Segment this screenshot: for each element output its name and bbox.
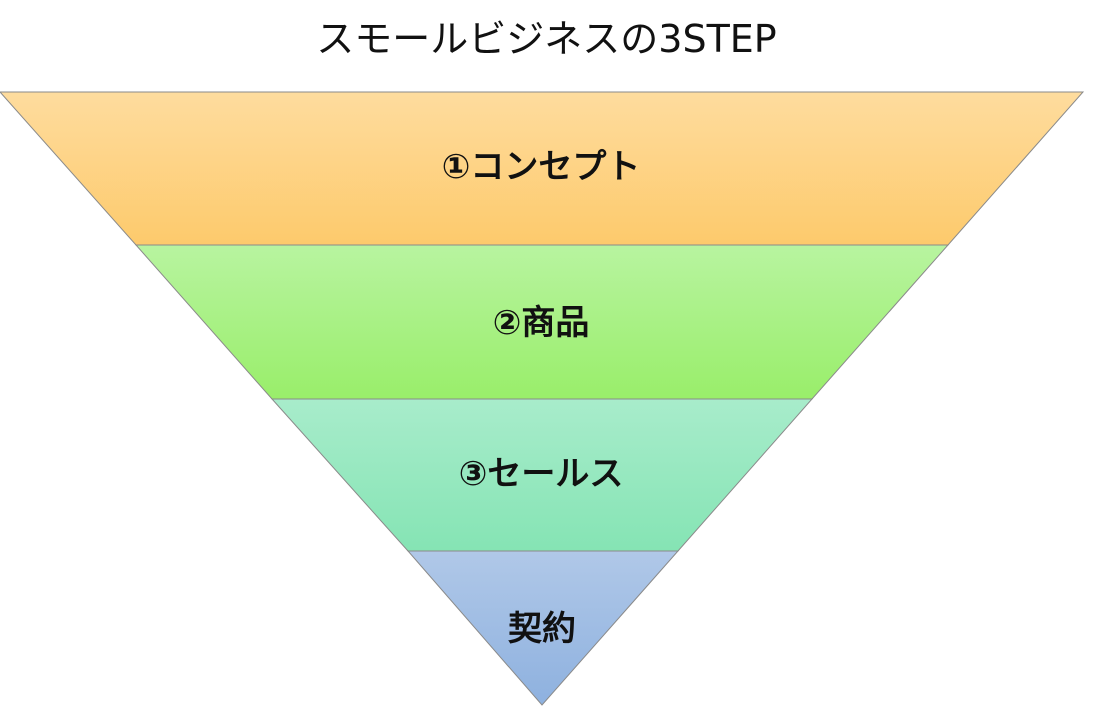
diagram-title: スモールビジネスの3STEP	[316, 17, 777, 61]
layer-sales-label: ③セールス	[459, 454, 624, 494]
layer-sales: ③セールス	[270, 398, 814, 552]
layer-concept: ①コンセプト	[0, 91, 1085, 246]
layer-contract-shape	[406, 550, 680, 706]
layer-contract: 契約	[406, 550, 680, 706]
layer-contract-label: 契約	[508, 609, 576, 649]
layer-product: ②商品	[134, 244, 950, 400]
layer-concept-label: ①コンセプト	[442, 147, 641, 187]
layer-product-label: ②商品	[493, 303, 590, 343]
